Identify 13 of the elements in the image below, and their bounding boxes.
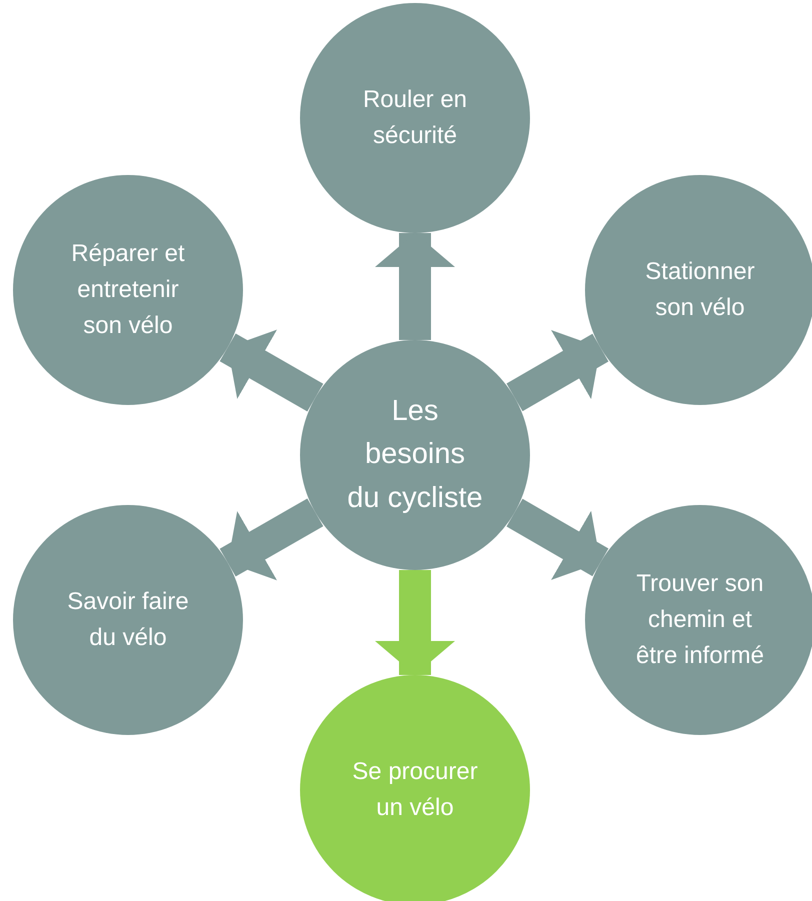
node-label: Se procurer un vélo: [351, 757, 479, 823]
block-arrow: [375, 570, 455, 675]
node-label: Réparer et entretenir son vélo: [70, 239, 186, 341]
node-label: Savoir faire du vélo: [66, 587, 190, 653]
node-label: Rouler en sécurité: [362, 85, 468, 151]
node-label: Trouver son chemin et être informé: [634, 569, 766, 671]
block-arrow: [220, 330, 324, 412]
block-arrow: [506, 498, 608, 580]
node-label: Les besoins du cycliste: [346, 394, 484, 516]
block-arrow: [375, 233, 455, 340]
node-label: Stationner son vélo: [644, 257, 756, 323]
block-arrow: [506, 330, 608, 412]
block-arrow: [220, 498, 324, 580]
